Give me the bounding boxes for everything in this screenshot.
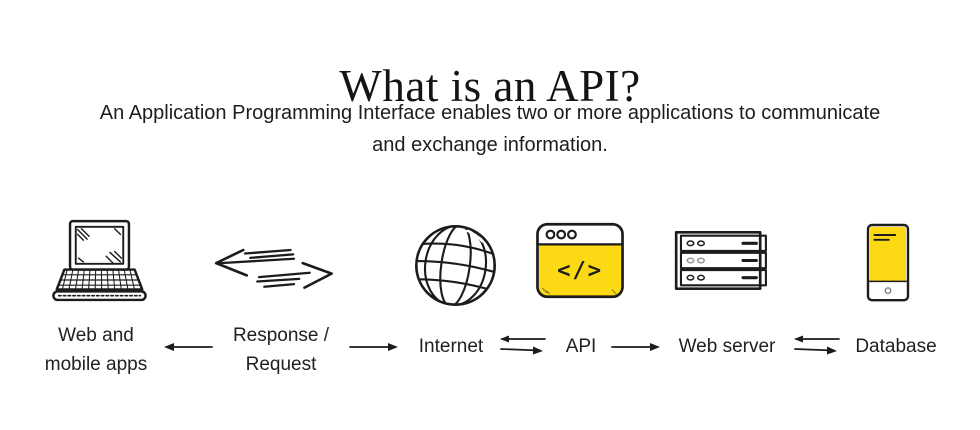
double-arrow-icon [794, 335, 840, 355]
sketch-double-arrow-icon [214, 248, 333, 289]
arrow-left-icon [164, 343, 213, 351]
server-icon [674, 231, 767, 290]
code-glyph: </> [557, 258, 603, 284]
laptop-icon [52, 219, 147, 302]
arrow-right-icon [611, 343, 660, 351]
label-internet: Internet [418, 336, 484, 357]
double-arrow-icon [500, 335, 546, 355]
subtitle-line-1: An Application Programming Interface ena… [99, 102, 881, 124]
label-api: API [565, 336, 597, 357]
page-subtitle: An Application Programming Interface ena… [0, 97, 980, 161]
label-web-and-mobile-apps: Web and mobile apps [44, 325, 148, 375]
label-response-request: Response / Request [232, 325, 330, 375]
subtitle-line-2: and exchange information. [372, 134, 608, 156]
arrow-right-icon [349, 343, 398, 351]
label-database: Database [855, 336, 937, 357]
label-web-server: Web server [678, 336, 776, 357]
page-title: What is an API? [339, 61, 641, 112]
smartphone-icon [866, 223, 910, 302]
globe-icon [412, 223, 499, 308]
browser-code-icon: </> [536, 222, 624, 299]
